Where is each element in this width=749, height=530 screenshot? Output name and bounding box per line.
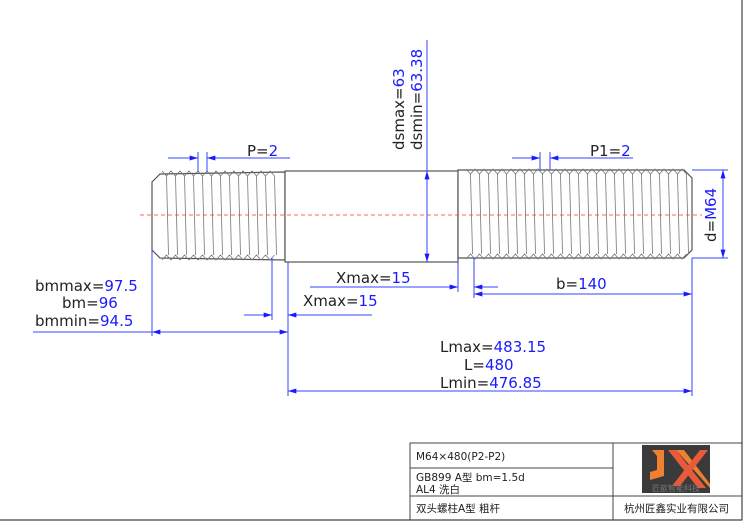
left-thread-line <box>229 175 232 256</box>
right-thread-line <box>542 173 545 255</box>
xmax-upper-label: Xmax=15 <box>336 269 411 287</box>
dsmax-label: dsmax=63 <box>390 68 408 150</box>
left-thread-body <box>151 171 286 261</box>
left-thread-line <box>265 175 268 256</box>
right-thread-body <box>457 169 693 259</box>
left-thread-line <box>184 175 187 256</box>
right-thread-line <box>569 173 572 255</box>
right-thread-line <box>533 173 536 255</box>
right-thread-line <box>470 173 473 255</box>
lmin-label: Lmin=476.85 <box>440 374 542 392</box>
left-thread-line <box>202 175 205 256</box>
right-thread-line <box>659 173 662 255</box>
right-thread-line <box>668 173 671 255</box>
right-thread-line <box>632 173 635 255</box>
logo-text: 匠歆智能科技 <box>652 483 700 493</box>
standard-line1: GB899 A型 bm=1.5d <box>416 471 525 484</box>
right-thread-line <box>677 173 680 255</box>
right-thread-line <box>560 173 563 255</box>
right-thread-line <box>605 173 608 255</box>
right-thread-line <box>515 173 518 255</box>
right-thread-line <box>551 173 554 255</box>
right-thread-line <box>578 173 581 255</box>
dimension-lines <box>33 40 728 396</box>
pitch-left-label: P=2 <box>247 142 278 160</box>
l-label: L=480 <box>464 356 514 374</box>
right-thread-line <box>587 173 590 255</box>
right-thread-line <box>524 173 527 255</box>
left-thread-line <box>166 175 169 256</box>
company-name: 杭州匠鑫实业有限公司 <box>624 502 729 515</box>
left-thread-line <box>175 175 178 256</box>
right-thread-line <box>686 173 689 255</box>
right-thread-line <box>497 173 500 255</box>
standard-line2: AL4 洗白 <box>416 483 460 496</box>
right-thread-profile <box>465 168 687 175</box>
bm-label: bm=96 <box>62 294 118 312</box>
left-thread-line <box>211 175 214 256</box>
right-thread-line <box>506 173 509 255</box>
right-thread-line <box>488 173 491 255</box>
bmmax-label: bmmax=97.5 <box>35 277 138 295</box>
left-thread-profile <box>161 254 275 261</box>
left-thread-line <box>238 175 241 256</box>
left-thread-line <box>274 175 277 256</box>
right-thread-line <box>641 173 644 255</box>
left-thread-profile <box>161 170 275 177</box>
left-thread-line <box>247 175 250 256</box>
company-logo: 匠歆智能科技 <box>642 445 710 493</box>
spec-text: M64×480(P2-P2) <box>416 451 505 463</box>
title-block: M64×480(P2-P2) GB899 A型 bm=1.5d AL4 洗白 双… <box>409 442 743 521</box>
left-thread-line <box>256 175 259 256</box>
xmax-lower-label: Xmax=15 <box>303 292 378 310</box>
pitch-right-label: P1=2 <box>590 142 631 160</box>
shank <box>284 170 459 263</box>
bmmin-label: bmmin=94.5 <box>35 312 133 330</box>
left-thread-line <box>193 175 196 256</box>
right-thread-line <box>596 173 599 255</box>
part-name: 双头螺柱A型 粗杆 <box>416 502 501 515</box>
lmax-label: Lmax=483.15 <box>440 338 546 356</box>
left-thread-line <box>220 175 223 256</box>
dsmin-label: dsmin=63.38 <box>408 49 426 150</box>
stud-bolt <box>151 168 693 263</box>
right-thread-line <box>650 173 653 255</box>
right-thread-profile <box>465 253 687 260</box>
d-label: d=M64 <box>702 188 720 242</box>
right-thread-line <box>614 173 617 255</box>
right-thread-line <box>479 173 482 255</box>
right-thread-line <box>623 173 626 255</box>
b-label: b=140 <box>556 275 607 293</box>
